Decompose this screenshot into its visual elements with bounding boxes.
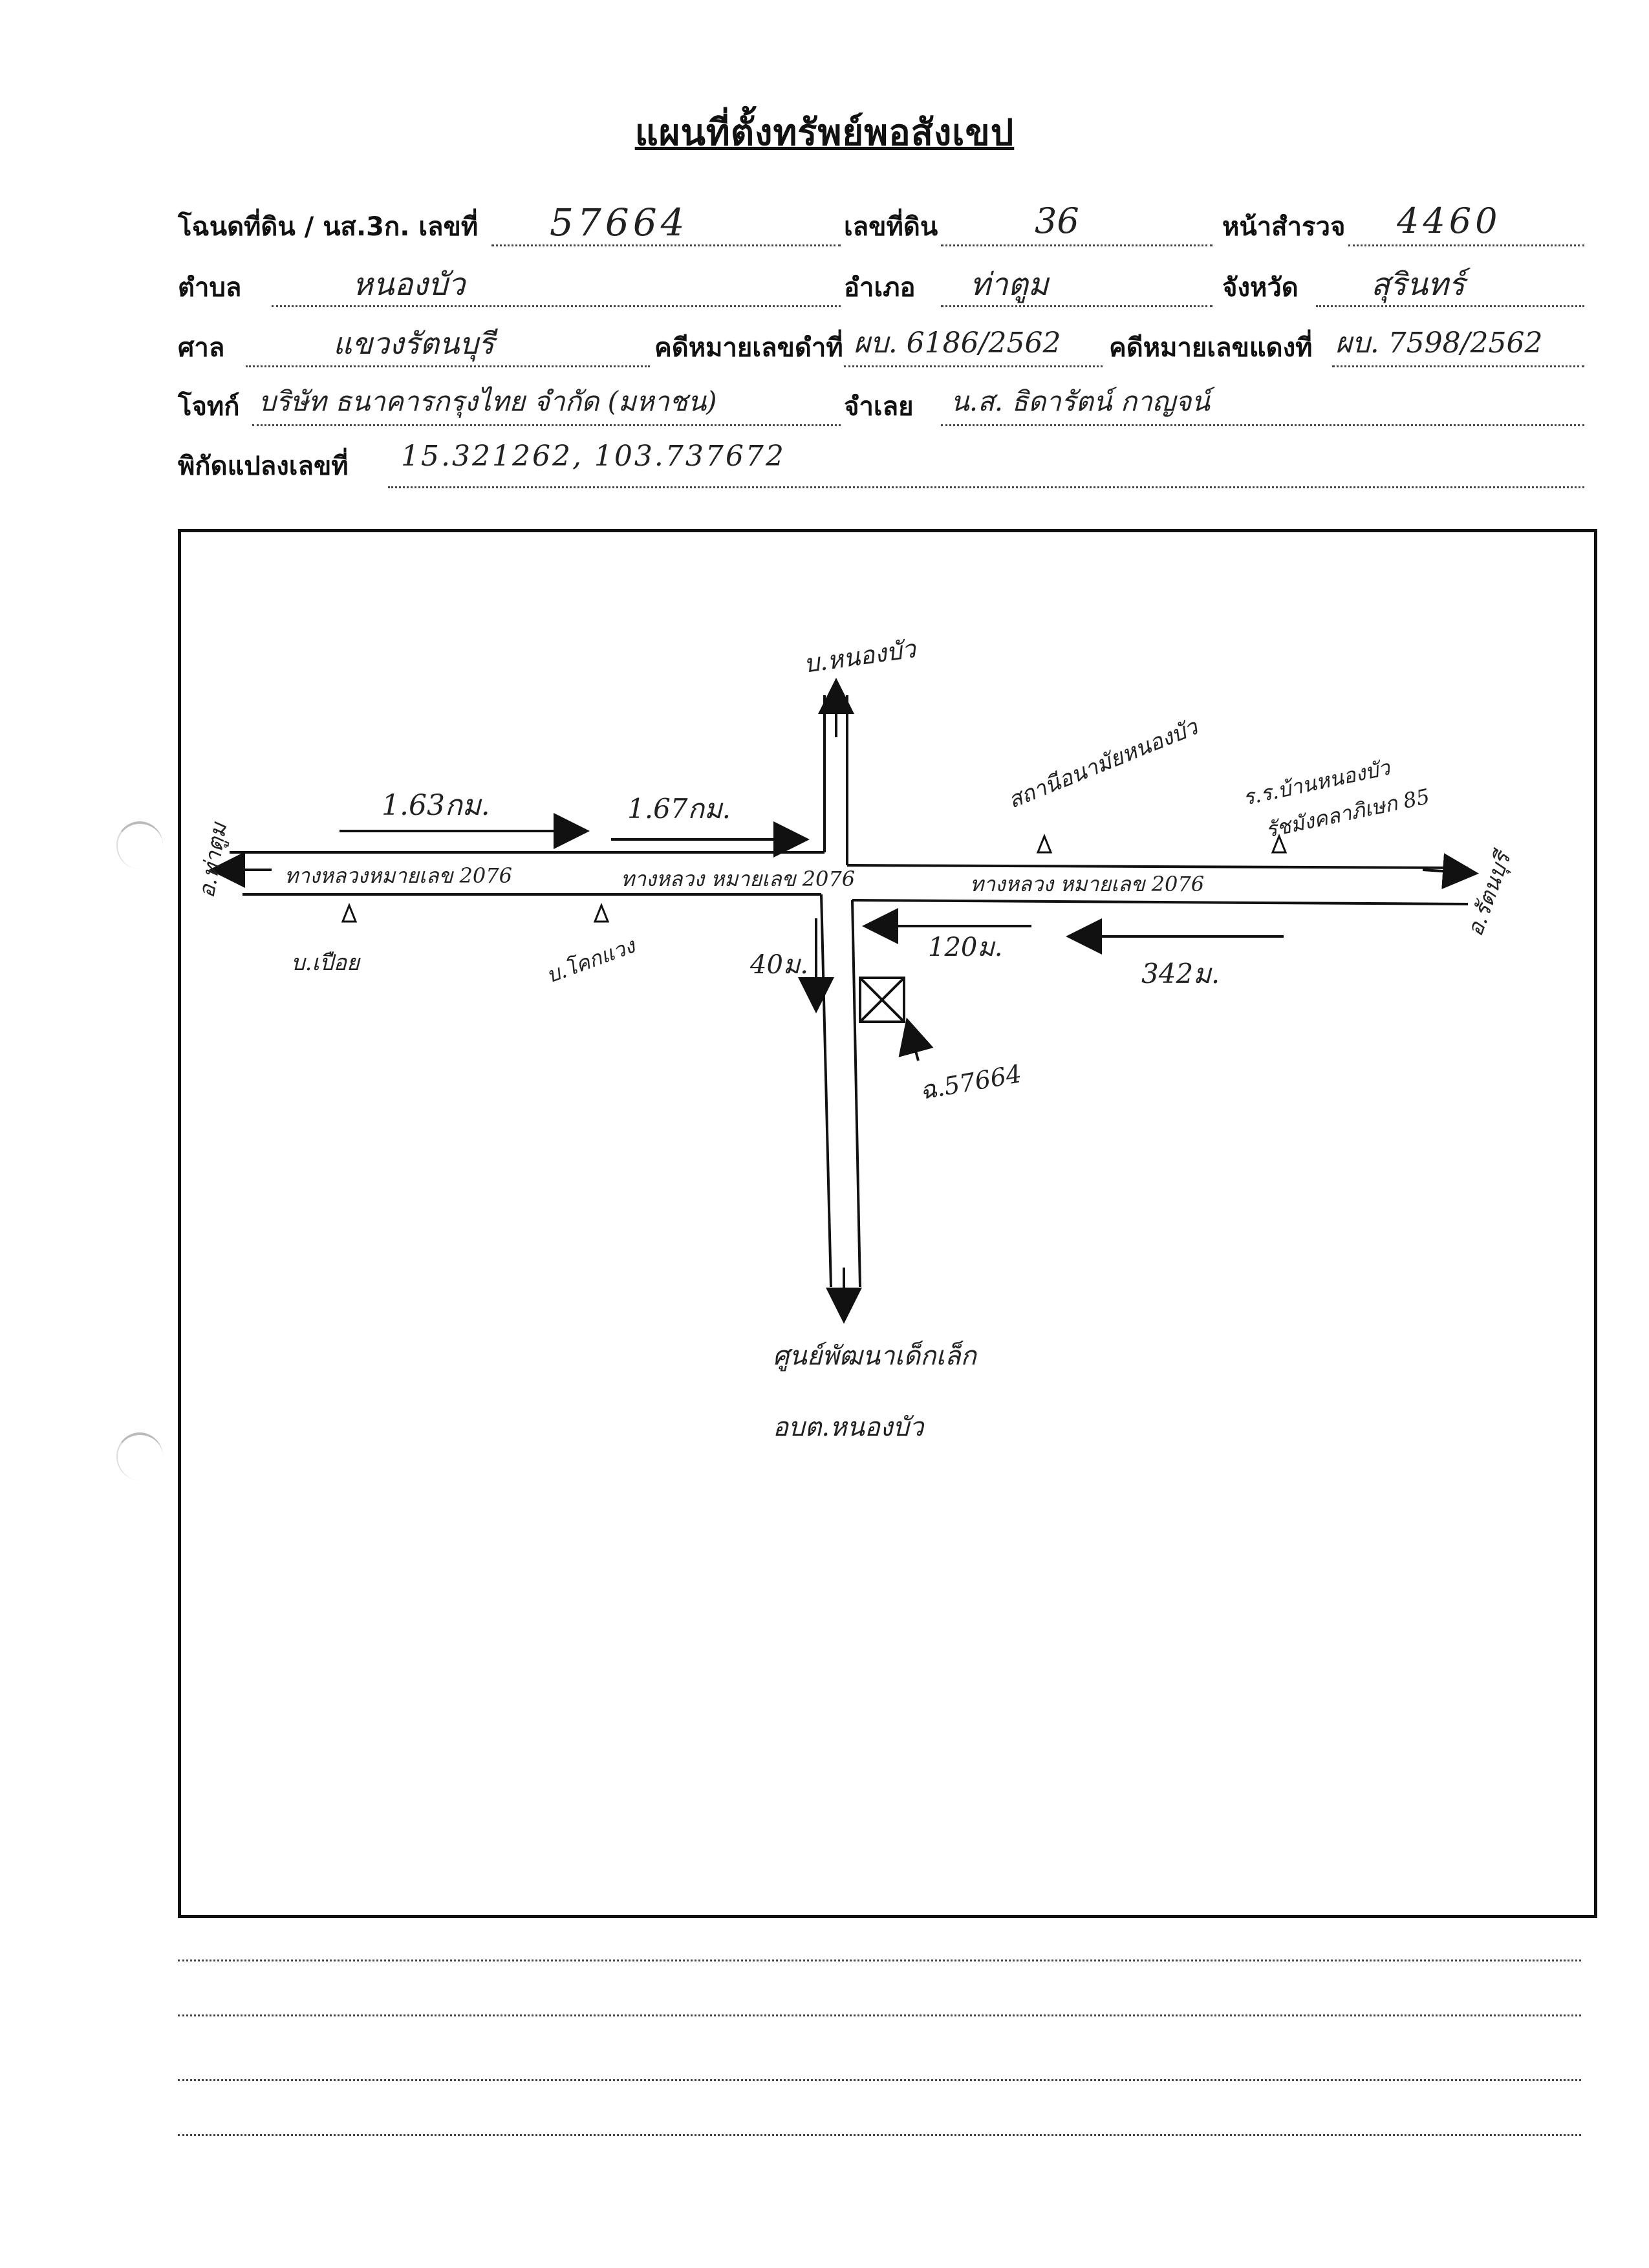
dist-label-2: 1.67กม.	[627, 793, 731, 825]
arrow-east	[1422, 853, 1479, 890]
south-label-2: อบต.หนองบัว	[773, 1412, 925, 1442]
dist-label-5: 40ม.	[749, 950, 808, 980]
parcel-label: ฉ.57664	[918, 1059, 1024, 1105]
plaintiff-value: บริษัท ธนาคารกรุงไทย จำกัด (มหาชน)	[259, 385, 717, 417]
plaintiff-dots	[252, 424, 841, 426]
land-no-label: เลขที่ดิน	[844, 212, 938, 242]
road-edge-east-south	[851, 900, 861, 1288]
road-edge-north-east	[846, 864, 1469, 869]
dist-label-4: 342ม.	[1141, 958, 1220, 989]
place-health-station: สถานีอนามัยหนองบัว	[1004, 714, 1202, 814]
punch-hole-mark	[116, 1432, 163, 1480]
tambon-dots	[272, 305, 841, 307]
blank-line-1	[178, 1960, 1581, 1961]
landmark-triangle-2	[593, 902, 610, 923]
court-dots	[246, 365, 650, 367]
place-village-1: บ.เปือย	[291, 950, 361, 976]
province-label: จังหวัด	[1222, 273, 1299, 303]
survey-page-dots	[1348, 244, 1584, 246]
blank-line-4	[178, 2134, 1581, 2136]
survey-page: 4460	[1397, 200, 1502, 241]
province-dots	[1316, 305, 1584, 307]
page-title: แผนที่ตั้งทรัพย์พอสังเขป	[634, 112, 1015, 154]
tambon-label: ตำบล	[178, 273, 242, 303]
dist-label-3: 120ม.	[928, 933, 1002, 962]
blank-line-3	[178, 2079, 1581, 2081]
black-case-dots	[844, 365, 1103, 367]
blank-line-2	[178, 2014, 1581, 2016]
land-no-dots	[941, 244, 1212, 246]
red-case-dots	[1332, 365, 1584, 367]
court-label: ศาล	[178, 333, 225, 363]
road-label-east: ทางหลวง หมายเลข 2076	[970, 872, 1204, 896]
road-edge-west-south	[820, 894, 832, 1288]
deed-number: 57664	[550, 200, 689, 244]
court-value: แขวงรัตนบุรี	[333, 326, 495, 361]
black-case-label: คดีหมายเลขดำที่	[654, 333, 843, 363]
red-case-value: ผบ. 7598/2562	[1335, 327, 1543, 360]
defendant-dots	[941, 424, 1584, 426]
defendant-value: น.ส. ธิดารัตน์ กาญจน์	[951, 385, 1210, 417]
road-edge-south-east	[852, 899, 1469, 905]
east-label: อ.รัตนบุรี	[1462, 846, 1517, 940]
place-village-2: บ.โคกแวง	[543, 933, 640, 988]
plaintiff-label: โจทก์	[178, 392, 240, 422]
west-label: อ.ท่าตูม	[193, 820, 232, 900]
road-label-west: ทางหลวงหมายเลข 2076	[285, 863, 512, 888]
punch-hole-mark	[116, 821, 163, 869]
coords-label: พิกัดแปลงเลขที่	[178, 451, 349, 481]
north-label: บ.หนองบัว	[802, 634, 919, 678]
defendant-label: จำเลย	[844, 392, 914, 422]
amphoe-dots	[941, 305, 1212, 307]
parcel-marker	[859, 977, 905, 1023]
amphoe-value: ท่าตูม	[970, 266, 1049, 303]
tambon-value: หนองบัว	[352, 266, 466, 303]
landmark-triangle-4	[1271, 833, 1288, 854]
arrow-parcel	[898, 1017, 934, 1061]
coords-value: 15.321262, 103.737672	[401, 440, 786, 473]
landmark-triangle-3	[1036, 833, 1053, 854]
land-number: 36	[1035, 200, 1079, 241]
map-frame	[178, 529, 1597, 1918]
road-label-mid: ทางหลวง หมายเลข 2076	[621, 867, 855, 891]
deed-label: โฉนดที่ดิน / นส.3ก. เลขที่	[178, 212, 479, 242]
red-case-label: คดีหมายเลขแดงที่	[1109, 333, 1313, 363]
amphoe-label: อำเภอ	[844, 273, 916, 303]
south-label-1: ศูนย์พัฒนาเด็กเล็ก	[773, 1341, 978, 1372]
deed-dots	[491, 244, 841, 246]
landmark-triangle-1	[341, 902, 358, 923]
black-case-value: ผบ. 6186/2562	[854, 327, 1061, 360]
province-value: สุรินทร์	[1371, 266, 1465, 303]
coords-dots	[388, 486, 1584, 488]
dist-label-1: 1.63กม.	[382, 789, 490, 822]
survey-page-label: หน้าสำรวจ	[1222, 212, 1346, 242]
